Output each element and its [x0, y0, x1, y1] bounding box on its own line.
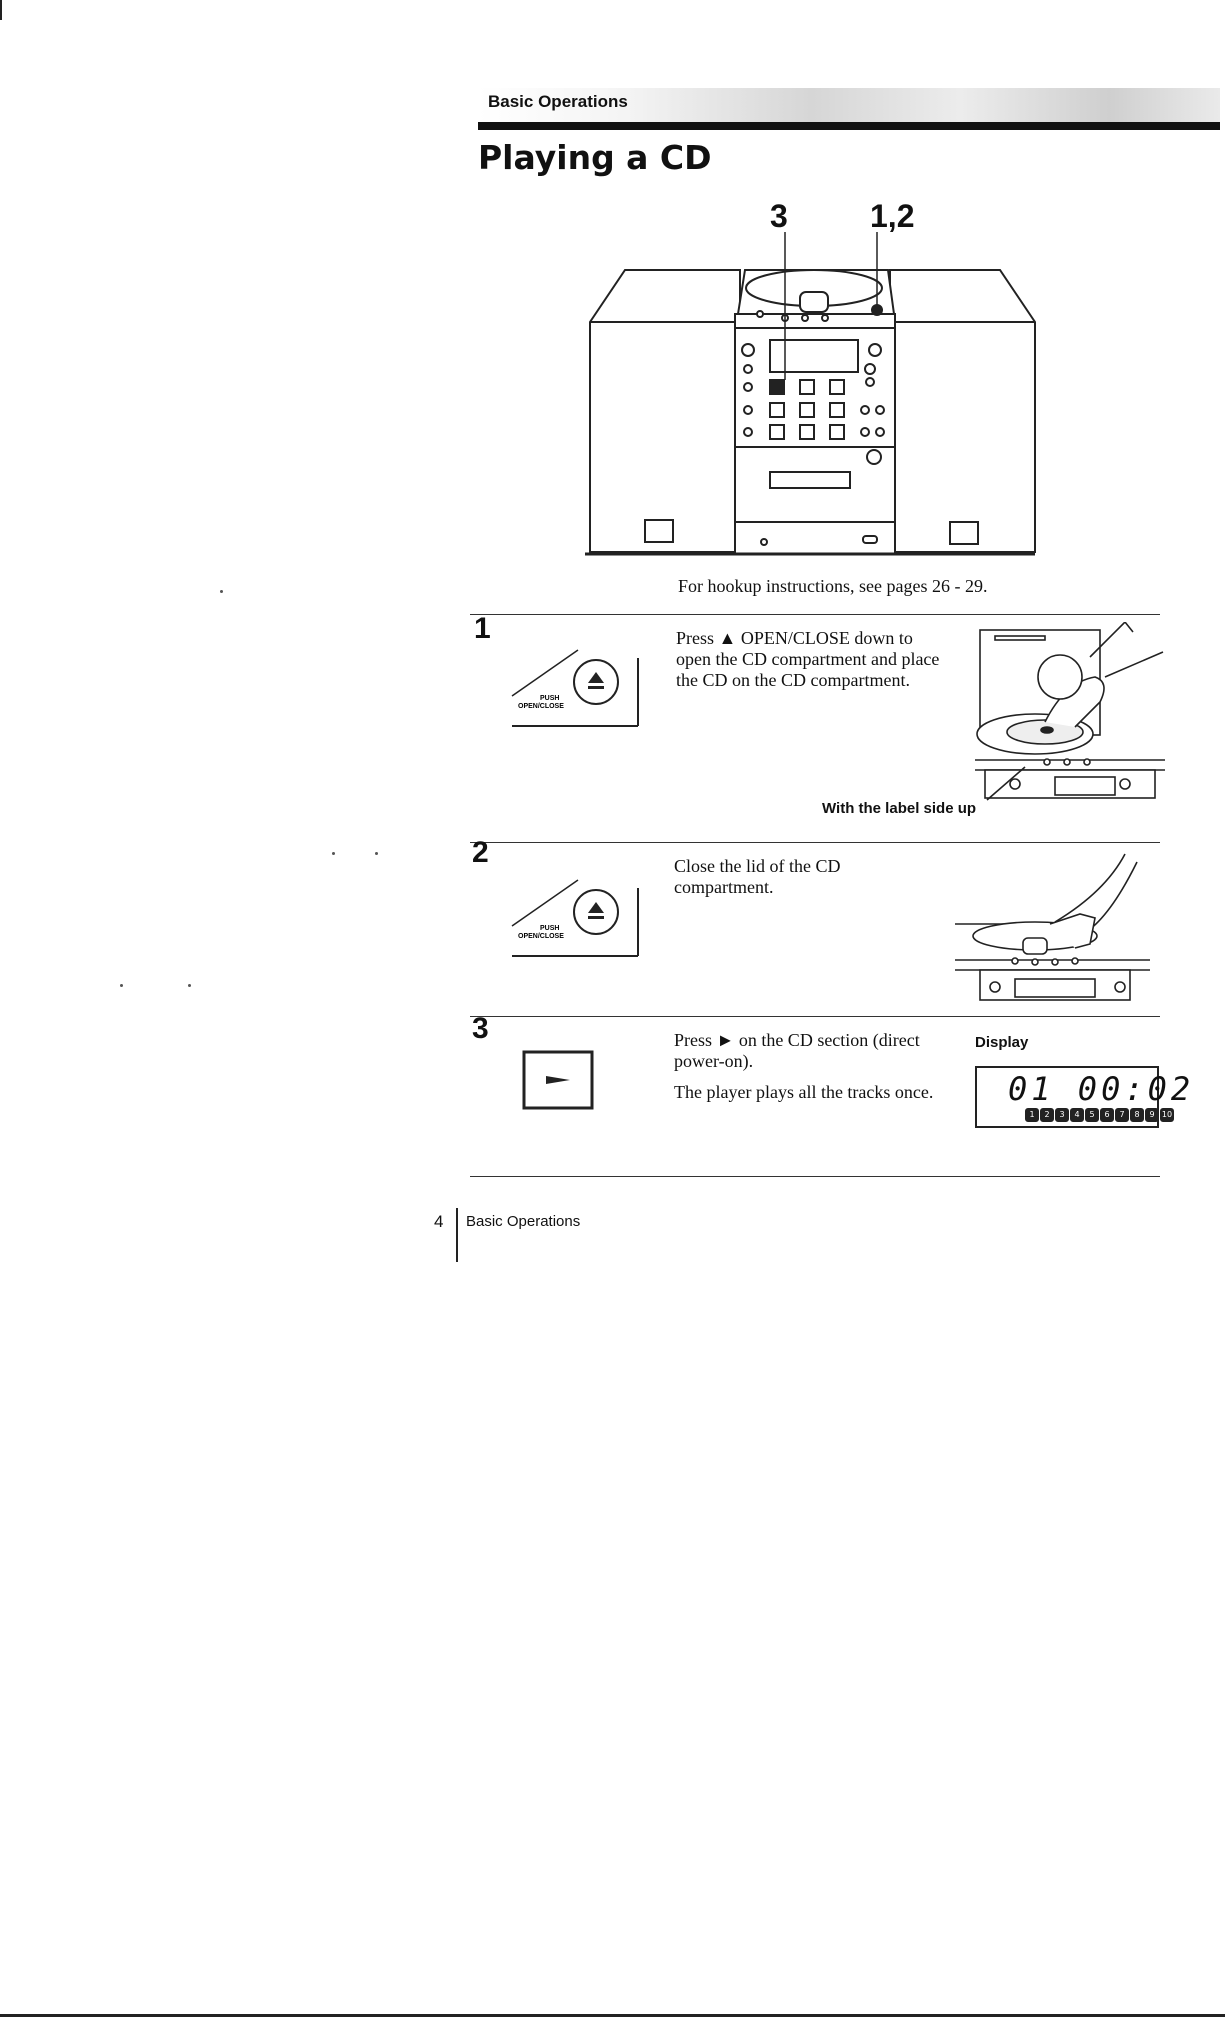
open-close-label-2: OPEN/CLOSE — [518, 933, 564, 940]
step-3-divider — [470, 1016, 1160, 1017]
track-indicator: 10 — [1160, 1108, 1174, 1122]
callout-steps-1-2: 1,2 — [870, 198, 915, 234]
scan-speck — [332, 852, 335, 855]
open-close-button-illustration-2: PUSH OPEN/CLOSE — [511, 879, 639, 957]
section-rule — [478, 122, 1220, 130]
callout-step-3: 3 — [770, 198, 788, 234]
close-lid-illustration — [955, 853, 1150, 1001]
track-indicator: 3 — [1055, 1108, 1069, 1122]
push-label-2: PUSH — [540, 925, 559, 932]
track-indicator: 9 — [1145, 1108, 1159, 1122]
display-label: Display — [975, 1034, 1029, 1051]
page-bottom-edge — [0, 2014, 1225, 2017]
track-indicator: 5 — [1085, 1108, 1099, 1122]
page-edge-mark — [0, 0, 2, 20]
section-header-band — [478, 88, 1220, 124]
label-side-up-caption: With the label side up — [822, 800, 977, 817]
scan-speck — [375, 852, 378, 855]
step-3-paragraph-1: Press ► on the CD section (direct power-… — [674, 1030, 920, 1071]
step-2-divider — [470, 842, 1160, 843]
display-readout: 01 00:02 — [1008, 1070, 1195, 1108]
step-1-paragraph: Press ▲ OPEN/CLOSE down to open the CD c… — [676, 628, 940, 690]
page-title: Playing a CD — [478, 138, 712, 177]
step-2-number: 2 — [472, 836, 489, 869]
open-close-label: OPEN/CLOSE — [518, 703, 564, 710]
step-2-instructions: Close the lid of the CD compartment. — [674, 856, 939, 908]
footer-divider — [456, 1208, 458, 1262]
step-2-paragraph: Close the lid of the CD compartment. — [674, 856, 841, 897]
step-3-instructions: Press ► on the CD section (direct power-… — [674, 1030, 939, 1113]
play-button-illustration — [522, 1050, 594, 1110]
push-label: PUSH — [540, 695, 559, 702]
step-1-divider — [470, 614, 1160, 615]
insert-cd-illustration — [975, 622, 1165, 801]
play-icon — [546, 1076, 570, 1084]
section-label: Basic Operations — [488, 92, 628, 111]
end-rule — [470, 1176, 1160, 1177]
step-1-instructions: Press ▲ OPEN/CLOSE down to open the CD c… — [676, 628, 941, 701]
track-indicator: 4 — [1070, 1108, 1084, 1122]
scan-speck — [188, 984, 191, 987]
track-indicator: 8 — [1130, 1108, 1144, 1122]
open-close-button-illustration: PUSH OPEN/CLOSE — [511, 649, 639, 727]
track-indicator: 1 — [1025, 1108, 1039, 1122]
track-indicator: 6 — [1100, 1108, 1114, 1122]
step-3-paragraph-2: The player plays all the tracks once. — [674, 1082, 934, 1102]
scan-speck — [220, 590, 223, 593]
track-indicator: 7 — [1115, 1108, 1129, 1122]
scan-speck — [120, 984, 123, 987]
display-track-indicators: 1 2 3 4 5 6 7 8 9 10 — [1025, 1108, 1175, 1122]
step-3-number: 3 — [472, 1012, 489, 1045]
hookup-caption: For hookup instructions, see pages 26 - … — [678, 576, 988, 596]
footer-page-number: 4 — [434, 1212, 444, 1231]
footer-section-label: Basic Operations — [466, 1213, 581, 1230]
stereo-system-illustration — [585, 232, 1036, 556]
track-indicator: 2 — [1040, 1108, 1054, 1122]
step-1-number: 1 — [474, 612, 491, 645]
